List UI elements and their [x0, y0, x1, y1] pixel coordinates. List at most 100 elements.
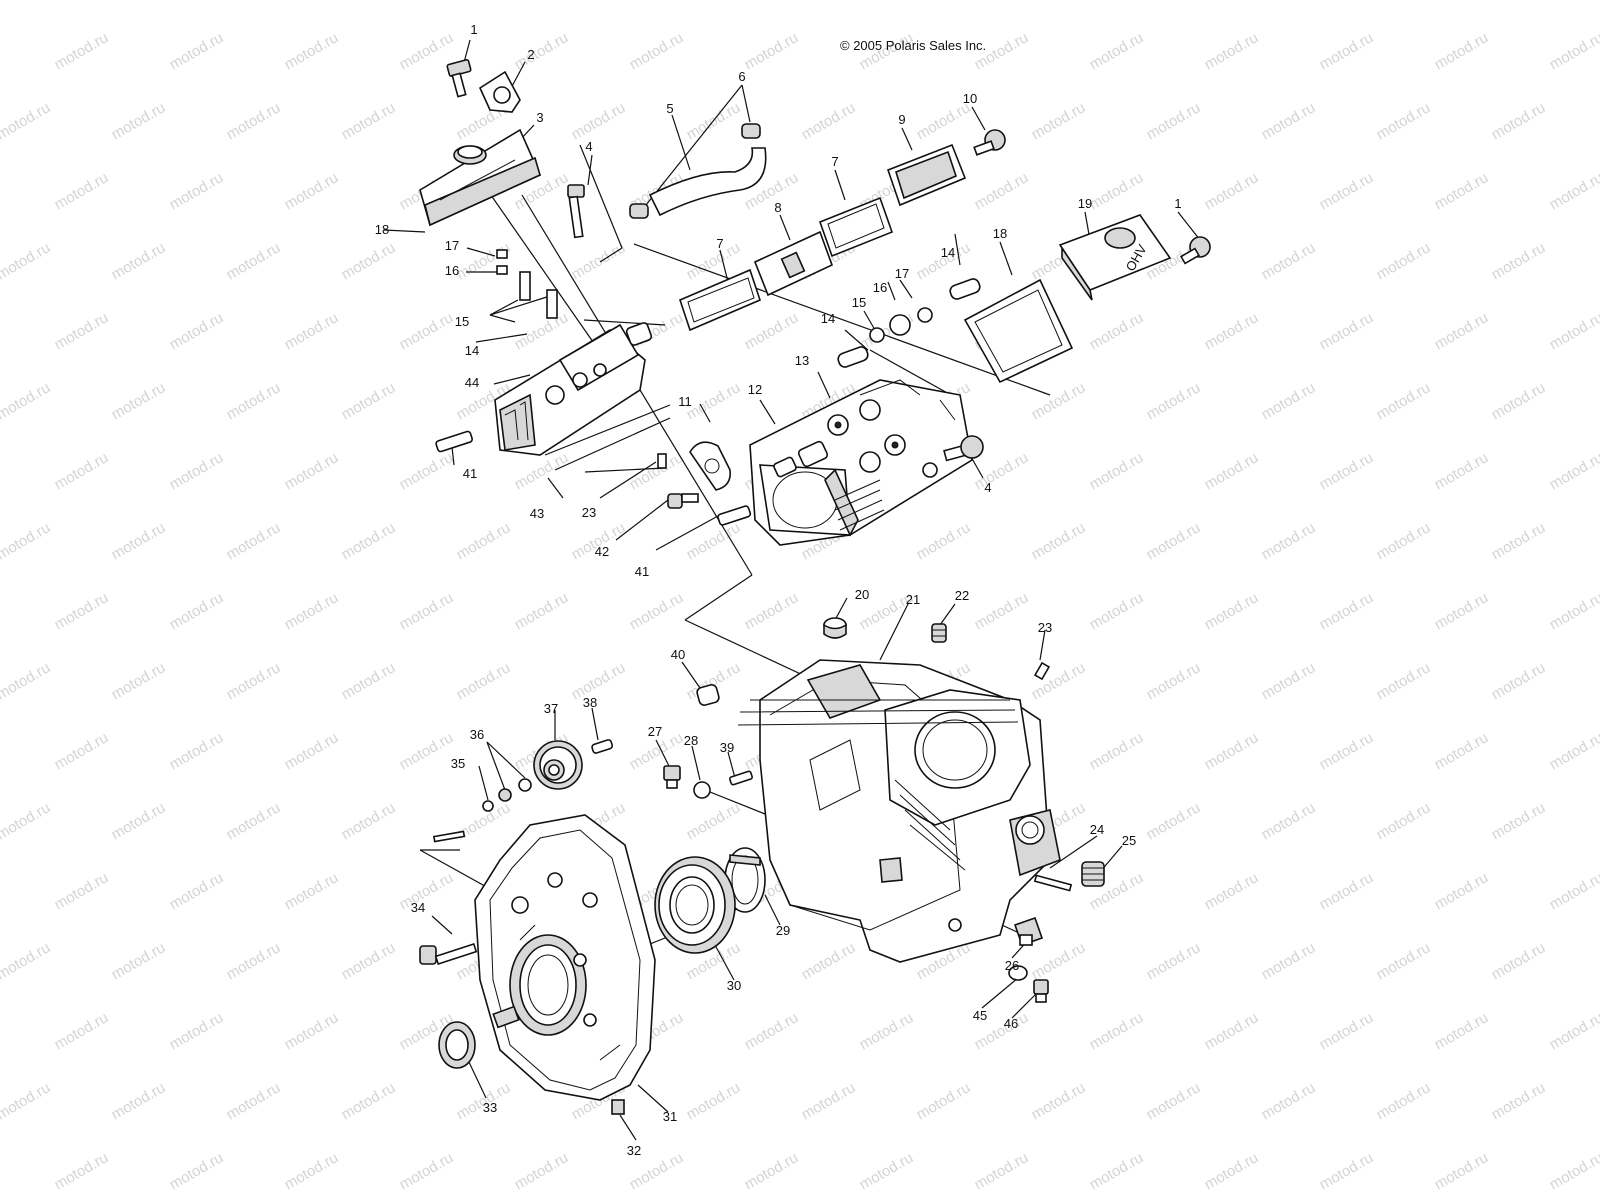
seal-20	[823, 617, 847, 639]
watermark-text: motod.ru	[1432, 309, 1492, 353]
watermark-text: motod.ru	[109, 659, 169, 703]
bolt-1	[446, 59, 472, 98]
watermark-text: motod.ru	[167, 1009, 227, 1053]
watermark-text: motod.ru	[627, 589, 687, 633]
watermark-text: motod.ru	[1374, 239, 1434, 283]
retainer-16-right	[889, 314, 911, 336]
callout-46: 46	[1004, 1016, 1018, 1031]
watermark-text: motod.ru	[167, 449, 227, 493]
callout-12: 12	[748, 382, 762, 397]
watermark-text: motod.ru	[52, 449, 112, 493]
watermark-text: motod.ru	[742, 1009, 802, 1053]
callout-16-right: 16	[873, 280, 887, 295]
callout-8: 8	[774, 200, 781, 215]
watermark-text: motod.ru	[167, 309, 227, 353]
watermark-text: motod.ru	[972, 1149, 1032, 1193]
watermark-text: motod.ru	[282, 589, 342, 633]
watermark-text: motod.ru	[224, 0, 284, 3]
watermark-text: motod.ru	[282, 869, 342, 913]
callout-2: 2	[527, 47, 534, 62]
bolt-4-lower	[943, 435, 984, 462]
watermark-text: motod.ru	[339, 239, 399, 283]
watermark-text: motod.ru	[972, 169, 1032, 213]
watermark-text: motod.ru	[1029, 379, 1089, 423]
valve-guide-14-upper	[949, 278, 981, 300]
callout-28: 28	[684, 733, 698, 748]
watermark-text: motod.ru	[1202, 29, 1262, 73]
watermark-text: motod.ru	[0, 1079, 53, 1123]
watermark-text: motod.ru	[1087, 729, 1147, 773]
callout-43: 43	[530, 506, 544, 521]
watermark-text: motod.ru	[282, 29, 342, 73]
watermark-text: motod.ru	[684, 379, 744, 423]
callout-17-right: 17	[895, 266, 909, 281]
watermark-text: motod.ru	[972, 589, 1032, 633]
callout-42: 42	[595, 544, 609, 559]
watermark-text: motod.ru	[569, 659, 629, 703]
watermark-text: motod.ru	[799, 99, 859, 143]
watermark-text: motod.ru	[1029, 939, 1089, 983]
watermark-text: motod.ru	[397, 1149, 457, 1193]
watermark-text: motod.ru	[1547, 589, 1600, 633]
callout-25: 25	[1122, 833, 1136, 848]
callout-35: 35	[451, 756, 465, 771]
callout-24: 24	[1090, 822, 1104, 837]
watermark-text: motod.ru	[0, 799, 53, 843]
watermark-text: motod.ru	[282, 729, 342, 773]
watermark-text: motod.ru	[0, 99, 53, 143]
watermark-text: motod.ru	[109, 239, 169, 283]
watermark-text: motod.ru	[109, 1079, 169, 1123]
watermark-text: motod.ru	[0, 939, 53, 983]
lock-washer-36	[498, 788, 512, 802]
watermark-text: motod.ru	[52, 869, 112, 913]
watermark-text: motod.ru	[1432, 449, 1492, 493]
watermark-text: motod.ru	[1202, 1149, 1262, 1193]
watermark-text: motod.ru	[1259, 659, 1319, 703]
watermark-text: motod.ru	[1202, 729, 1262, 773]
gasket-11	[689, 441, 732, 491]
watermark-text: motod.ru	[339, 799, 399, 843]
watermark-text: motod.ru	[1029, 519, 1089, 563]
watermark-text: motod.ru	[1144, 939, 1204, 983]
watermark-text: motod.ru	[339, 659, 399, 703]
watermark-text: motod.ru	[1489, 379, 1549, 423]
watermark-text: motod.ru	[167, 869, 227, 913]
bolt-34	[419, 943, 478, 965]
callout-19: 19	[1078, 196, 1092, 211]
callout-23-upper: 23	[582, 505, 596, 520]
copyright-text: © 2005 Polaris Sales Inc.	[840, 38, 986, 53]
watermark-text: motod.ru	[0, 0, 53, 3]
callout-18-right: 18	[993, 226, 1007, 241]
watermark-text: motod.ru	[1432, 869, 1492, 913]
watermark-text: motod.ru	[1489, 519, 1549, 563]
watermark-text: motod.ru	[1317, 1149, 1377, 1193]
watermark-text: motod.ru	[224, 799, 284, 843]
callout-5: 5	[666, 101, 673, 116]
plate-8	[753, 230, 834, 297]
watermark-text: motod.ru	[1547, 1009, 1600, 1053]
callout-41-right: 41	[635, 564, 649, 579]
watermark-text: motod.ru	[1202, 869, 1262, 913]
watermark-text: motod.ru	[1202, 309, 1262, 353]
watermark-text: motod.ru	[1087, 29, 1147, 73]
watermark-text: motod.ru	[684, 0, 744, 3]
watermark-text: motod.ru	[1144, 799, 1204, 843]
gear-37	[533, 740, 583, 790]
callout-22: 22	[955, 588, 969, 603]
watermark-text: motod.ru	[1374, 99, 1434, 143]
watermark-text: motod.ru	[512, 589, 572, 633]
watermark-text: motod.ru	[224, 519, 284, 563]
watermark-text: motod.ru	[1489, 799, 1549, 843]
callout-31: 31	[663, 1109, 677, 1124]
watermark-text: motod.ru	[742, 589, 802, 633]
watermark-text: motod.ru	[799, 939, 859, 983]
callout-6: 6	[738, 69, 745, 84]
cover-9	[886, 143, 967, 207]
watermark-text: motod.ru	[1259, 939, 1319, 983]
watermark-text: motod.ru	[282, 169, 342, 213]
watermark-text: motod.ru	[1547, 309, 1600, 353]
crankcase-cover-31	[474, 814, 656, 1115]
watermark-text: motod.ru	[512, 1149, 572, 1193]
callout-4: 4	[585, 139, 592, 154]
